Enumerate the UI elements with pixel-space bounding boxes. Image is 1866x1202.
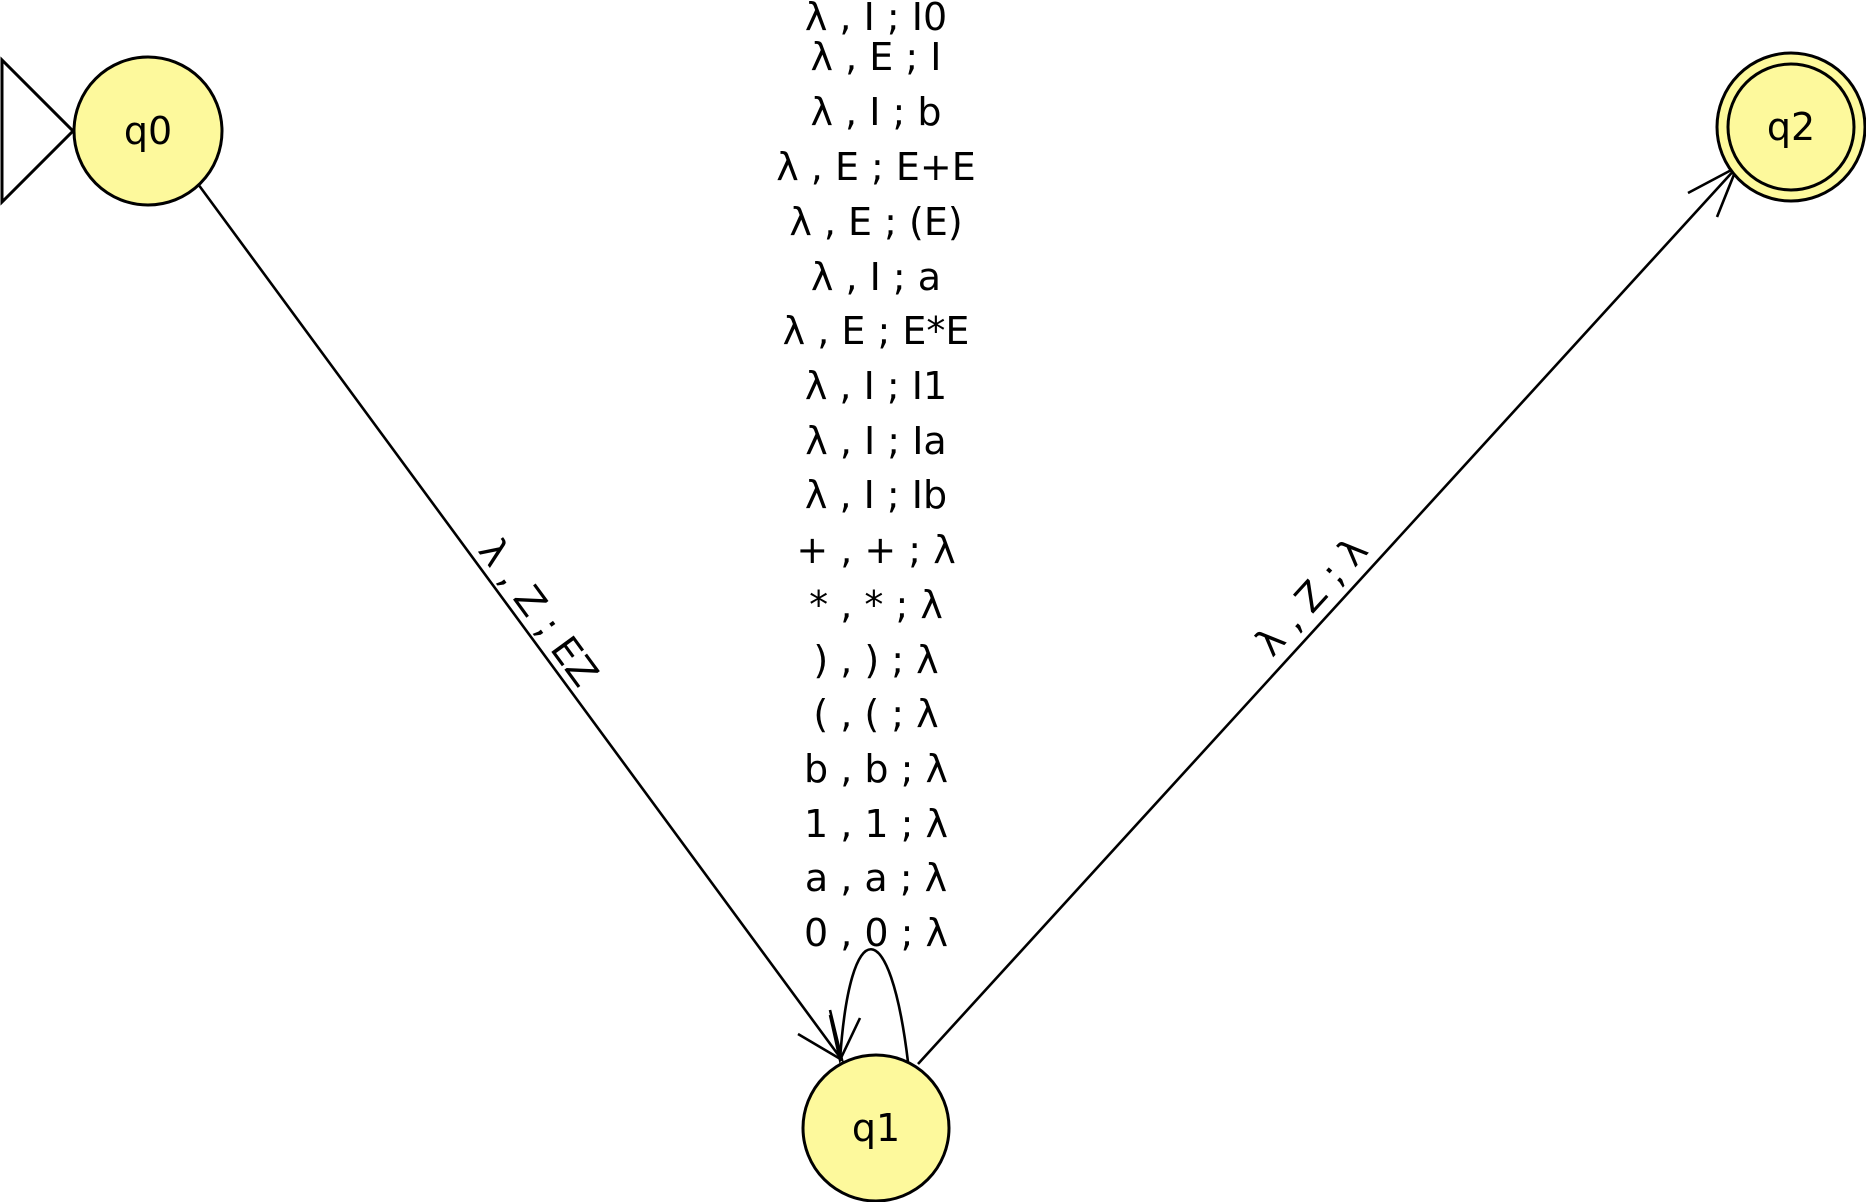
self-loop-q1 <box>838 948 910 1063</box>
loop-label: λ , I ; Ia <box>805 419 946 463</box>
state-q1[interactable]: q1 <box>801 1053 951 1202</box>
loop-label: + , + ; λ <box>796 528 955 572</box>
loop-label: λ , I ; I0 <box>805 0 947 39</box>
state-q2-label: q2 <box>1767 105 1815 149</box>
loop-label: 1 , 1 ; λ <box>804 802 948 846</box>
loop-label: λ , I ; b <box>810 90 941 134</box>
self-loop-q1-arrowhead <box>828 1014 862 1064</box>
loop-label: λ , E ; E+E <box>776 145 976 189</box>
loop-label: ) , ) ; λ <box>813 638 938 682</box>
state-q2-outer-circle <box>1715 51 1866 203</box>
state-q0-label: q0 <box>124 109 172 153</box>
state-q0[interactable]: q0 <box>72 55 224 207</box>
edge-q1-q2 <box>917 166 1738 1065</box>
state-q2-inner-circle <box>1726 62 1856 192</box>
edge-q0-q1-label: λ , Z ; EZ <box>470 530 607 695</box>
state-q2[interactable]: q2 <box>1715 51 1866 203</box>
loop-label: λ , E ; (E) <box>789 200 962 244</box>
loop-label: λ , I ; a <box>811 255 941 299</box>
state-q1-label: q1 <box>852 1106 900 1150</box>
state-q1-circle <box>801 1053 951 1202</box>
loop-label: * , * ; λ <box>809 583 943 627</box>
edge-q0-q1 <box>196 183 844 1061</box>
loop-label: λ , I ; I1 <box>805 364 947 408</box>
initial-state-marker <box>0 56 76 206</box>
loop-label: ( , ( ; λ <box>813 692 938 736</box>
self-loop-q1-labels: λ , I ; I0 λ , E ; I λ , I ; b λ , E ; E… <box>776 0 976 955</box>
loop-label: 0 , 0 ; λ <box>804 911 948 955</box>
loop-label: a , a ; λ <box>805 856 947 900</box>
loop-label: λ , E ; I <box>811 35 942 79</box>
loop-label: λ , I ; Ib <box>805 473 947 517</box>
loop-label: b , b ; λ <box>804 747 948 791</box>
edge-q0-q1-arrowhead <box>797 1009 844 1063</box>
loop-label: λ , E ; E*E <box>783 309 970 353</box>
edge-q1-q2-label: λ , Z ; λ <box>1247 528 1377 664</box>
state-q0-circle <box>72 55 224 207</box>
